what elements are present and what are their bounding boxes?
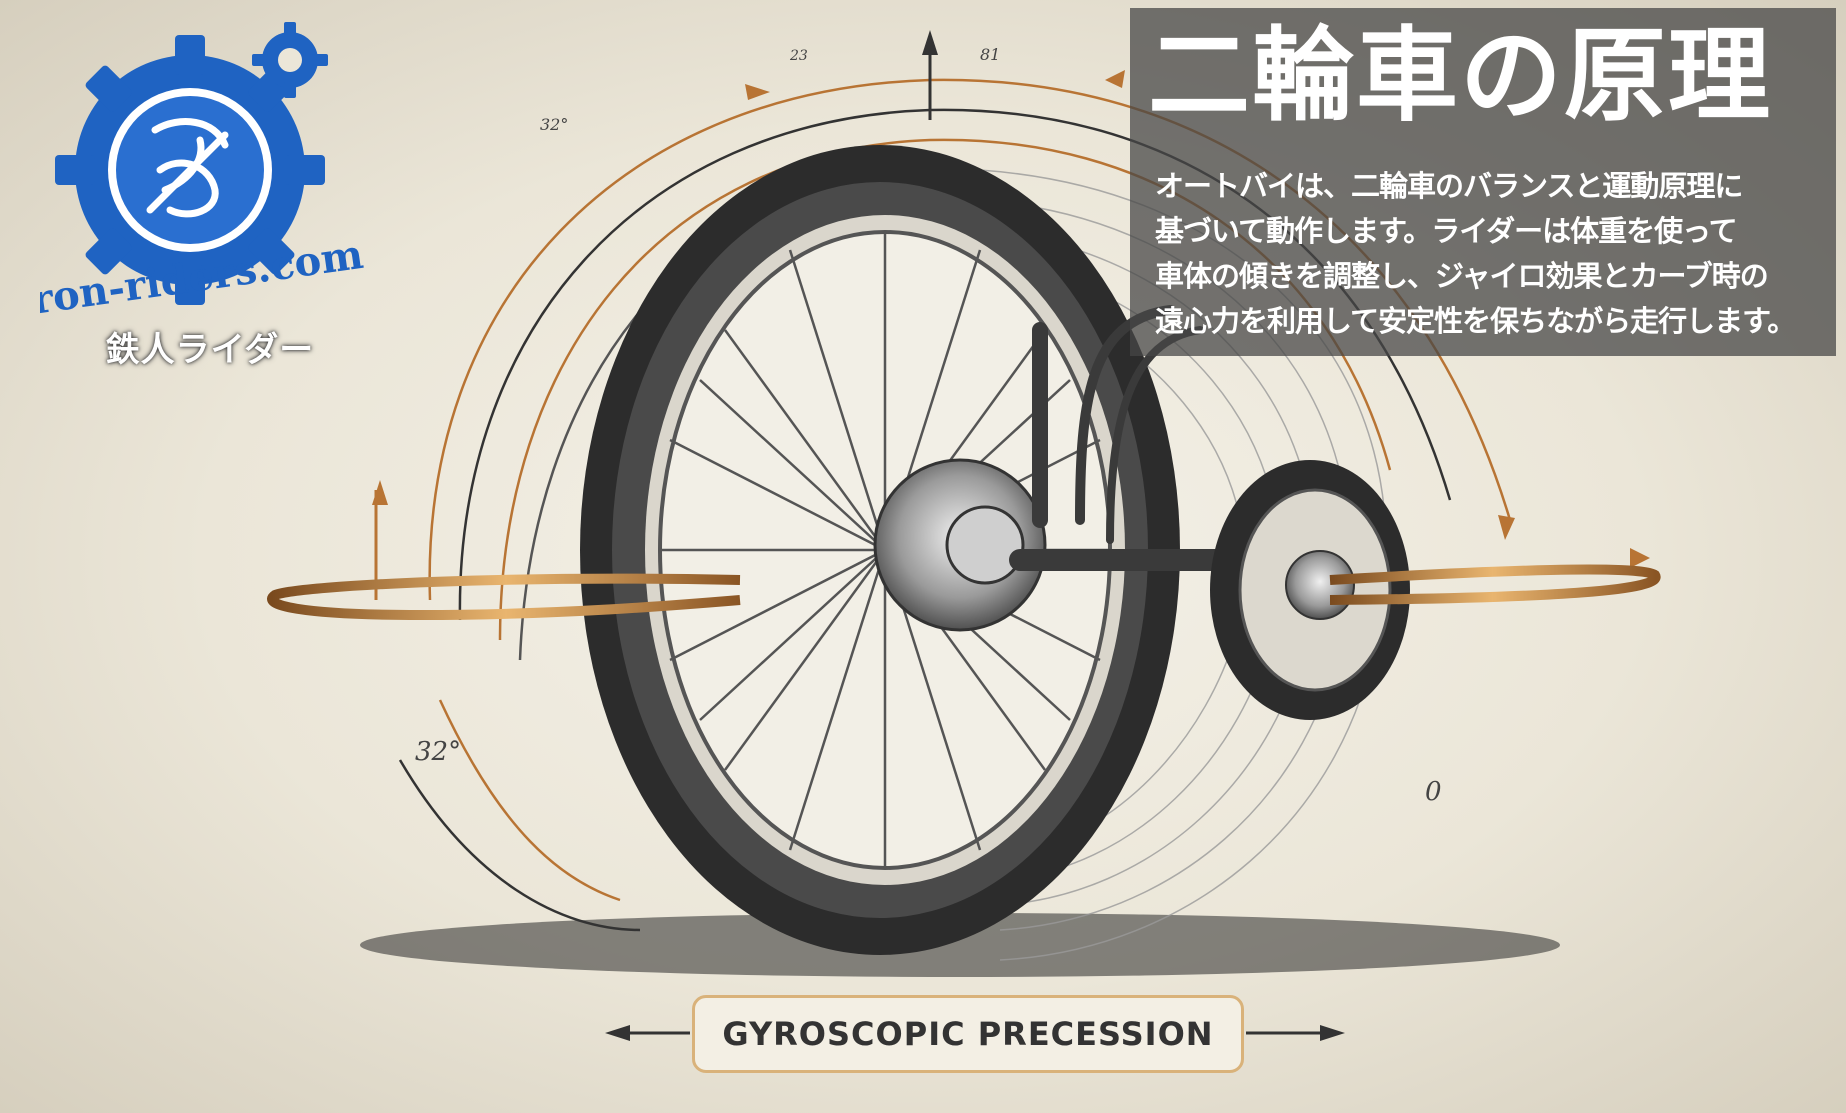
precession-label: GYROSCOPIC PRECESSION bbox=[692, 995, 1244, 1073]
svg-text:32°: 32° bbox=[415, 737, 461, 767]
precession-ring bbox=[267, 564, 1661, 621]
description: オートバイは、二輪車のバランスと運動原理に 基づいて動作します。ライダーは体重を… bbox=[1155, 164, 1835, 344]
ground-shadow bbox=[360, 913, 1560, 977]
precession-label-text: GYROSCOPIC PRECESSION bbox=[722, 1015, 1214, 1053]
gear-emblem-icon: Iron-riders.com bbox=[40, 22, 366, 326]
page-title: 二輪車の原理 bbox=[1148, 17, 1772, 136]
description-line: オートバイは、二輪車のバランスと運動原理に bbox=[1155, 169, 1743, 203]
description-line: 基づいて動作します。ライダーは体重を使って bbox=[1155, 214, 1738, 248]
logo-caption: 鉄人ライダー bbox=[105, 330, 315, 370]
description-line: 遠心力を利用して安定性を保ちながら走行します。 bbox=[1155, 304, 1796, 338]
svg-text:81: 81 bbox=[980, 45, 1000, 64]
description-line: 車体の傾きを調整し、ジャイロ効果とカーブ時の bbox=[1155, 259, 1769, 293]
svg-text:32°: 32° bbox=[540, 115, 568, 134]
info-panel bbox=[1130, 8, 1836, 356]
arrow-icons bbox=[372, 30, 1650, 1041]
svg-text:0: 0 bbox=[1425, 777, 1442, 807]
annotations: 32° 0 32° 23 81 bbox=[415, 45, 1442, 807]
svg-text:23: 23 bbox=[789, 48, 808, 64]
